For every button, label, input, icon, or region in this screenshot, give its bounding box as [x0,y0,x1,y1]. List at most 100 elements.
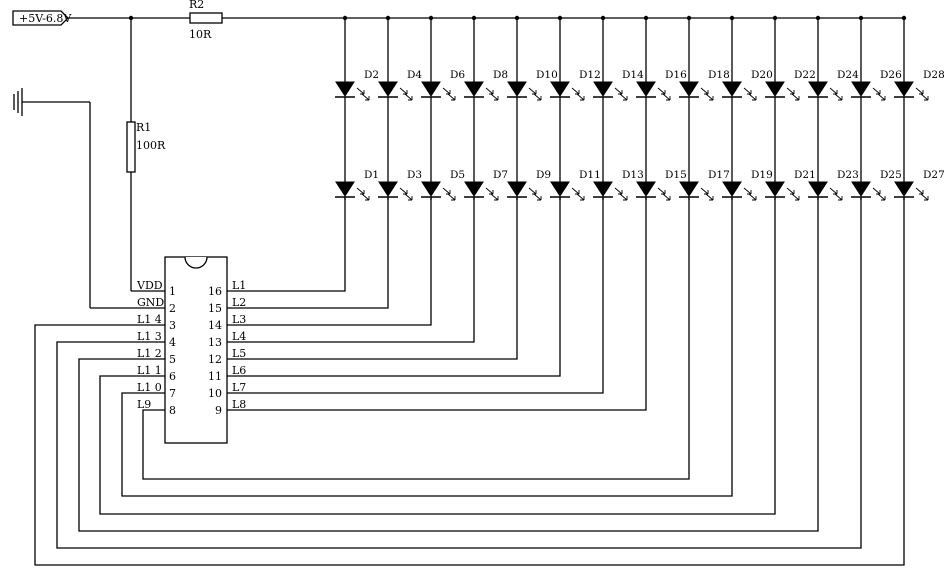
led-diode: D5 [421,169,465,201]
r1-name: R1 [136,121,151,134]
return-wire [56,197,862,549]
diode-label: D22 [794,69,816,81]
ic-pin-label-right: L4 [232,330,246,343]
diode-label: D12 [579,69,601,81]
ic-pin-number: 2 [169,302,176,315]
return-wires [34,197,905,566]
supply-label: +5V-6.8V [12,10,72,26]
driver-ic [164,256,228,444]
ic-pin-number: 6 [169,370,176,383]
led-diode: D26 [851,69,902,101]
led-diode: D3 [378,169,422,201]
supply-label-text: +5V-6.8V [19,12,72,25]
diode-label: D10 [536,69,558,81]
led-diode: D15 [636,169,687,201]
led-diode: D8 [464,69,508,101]
ic-pin-label-left: L9 [137,398,151,411]
diode-label: D7 [493,169,508,181]
ic-pin-number: 3 [169,319,176,332]
ic-pin-label-right: L5 [232,347,246,360]
diode-label: D9 [536,169,551,181]
led-diode: D20 [722,69,773,101]
ic-pin-label-left: L1 2 [137,347,162,360]
ic-pin-number: 1 [169,285,176,298]
ic-pin-label-right: L7 [232,381,246,394]
led-diode: D1 [335,169,379,201]
diode-label: D8 [493,69,508,81]
right-pin-wire [227,197,647,411]
ic-pin-number: 9 [215,404,222,417]
diode-label: D13 [622,169,644,181]
diode-label: D17 [708,169,730,181]
diode-label: D27 [923,169,945,181]
ic-pin-label-right: L3 [232,313,246,326]
ic-pin-number: 13 [208,336,222,349]
led-diode: D12 [550,69,601,101]
right-pin-wire [227,197,561,377]
ic-pin-label-left: L1 4 [137,313,162,326]
resistor-r1: R1 100R [126,121,166,173]
led-diode: D10 [507,69,558,101]
ic-pin-label-left: GND [137,296,164,309]
right-pin-wire [227,197,346,292]
led-diode: D4 [378,69,422,101]
led-diode: D2 [335,69,379,101]
led-diode: D13 [593,169,644,201]
led-diode: D25 [851,169,902,201]
ic-pin-label-left: L1 0 [137,381,162,394]
ic-pin-number: 8 [169,404,176,417]
ic-pin-number: 12 [208,353,222,366]
diode-label: D28 [923,69,945,81]
led-diode: D9 [507,169,551,201]
ic-pin-label-right: L2 [232,296,246,309]
right-pin-wire [227,197,518,360]
resistor-r2: R2 10R [189,0,223,41]
led-diode: D27 [894,169,945,201]
right-pin-wire [227,197,432,326]
ic-pin-label-right: L1 [232,279,246,292]
led-diode: D21 [765,169,816,201]
diode-label: D14 [622,69,644,81]
diode-label: D19 [751,169,773,181]
ic-pin-label-right: L6 [232,364,246,377]
ic-pin-number: 14 [208,319,222,332]
ground-icon [13,88,90,116]
diode-label: D21 [794,169,816,181]
r1-value: 100R [136,139,166,152]
ic-pin-label-left: VDD [136,279,163,292]
diode-label: D25 [880,169,902,181]
led-diode: D23 [808,169,859,201]
led-diode: D7 [464,169,508,201]
ic-pin-number: 10 [208,387,222,400]
ic-pin-number: 16 [208,285,222,298]
ic-body [164,256,228,444]
diode-label: D16 [665,69,687,81]
diode-label: D24 [837,69,859,81]
led-diode: D18 [679,69,730,101]
led-diode: D6 [421,69,465,101]
ic-pin-number: 7 [169,387,176,400]
ic-pin-number: 15 [208,302,222,315]
diode-label: D15 [665,169,687,181]
right-pin-wire [227,197,604,394]
diode-label: D20 [751,69,773,81]
right-pin-wire [227,197,475,343]
return-wire [78,197,819,532]
ic-notch [184,256,208,269]
return-wire [121,197,733,497]
right-pin-wire [227,197,389,309]
return-wire [99,197,776,515]
led-columns: D2D1D4D3D6D5D8D7D10D9D12D11D14D13D16D15D… [227,15,945,411]
ic-pin-label-left: L1 1 [137,364,162,377]
return-wire [34,197,905,566]
ic-pin-label-left: L1 3 [137,330,162,343]
diode-label: D6 [450,69,465,81]
return-wire [142,197,690,480]
diode-label: D1 [364,169,379,181]
diode-label: D4 [407,69,422,81]
diode-label: D3 [407,169,422,181]
diode-label: D2 [364,69,379,81]
